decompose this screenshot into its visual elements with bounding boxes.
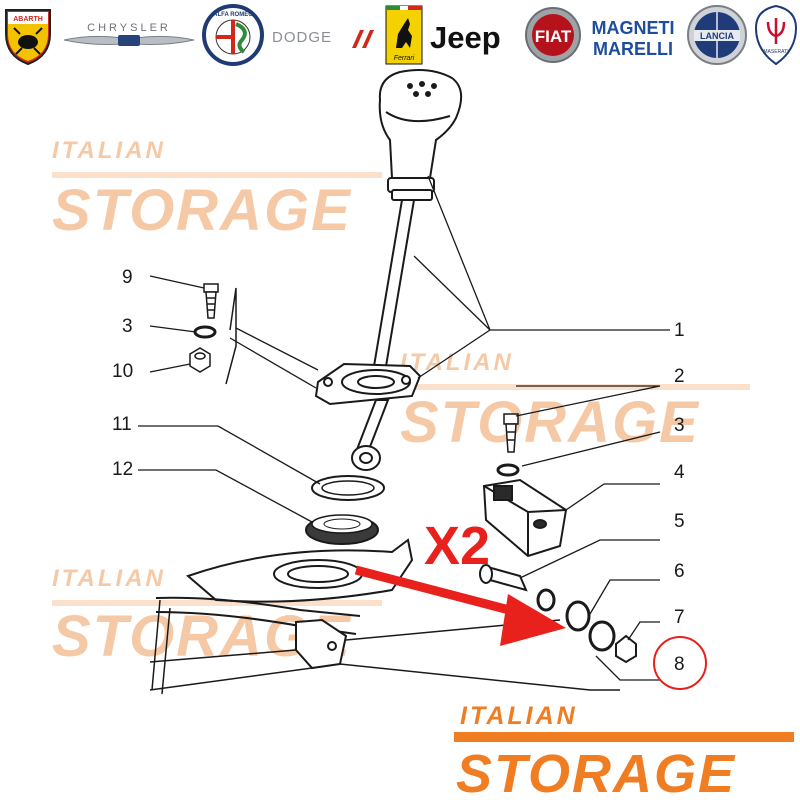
seal-part-11 [311, 475, 385, 501]
callout-7: 7 [674, 607, 685, 628]
washers-part-6 [536, 588, 616, 652]
washer-part-3-left [193, 325, 217, 339]
highlight-circle-part-8 [653, 636, 707, 690]
callout-8: 8 [674, 654, 685, 675]
leader-lines [138, 175, 670, 681]
lancia-logo: LANCIA [684, 4, 750, 66]
gear-knob [378, 69, 463, 201]
svg-text:ITALIAN: ITALIAN [460, 702, 578, 730]
gear-lever-boot-plate [314, 362, 422, 406]
gear-lever-rod [351, 199, 416, 471]
boot-plate-bracket-line [225, 287, 237, 385]
jeep-logo: Jeep [428, 4, 514, 66]
alfa-romeo-logo: ALFA ROMEO [202, 4, 264, 66]
nut-part-10 [189, 347, 211, 373]
seal-part-12 [305, 514, 379, 545]
fiat-logo: FIAT [524, 4, 582, 66]
bracket-part-4 [482, 478, 568, 558]
callout-6: 6 [674, 561, 685, 582]
svg-text:Jeep: Jeep [430, 20, 501, 55]
maserati-logo: MASERATI [754, 4, 798, 66]
abarth-logo: ABARTH [2, 4, 54, 66]
bolt-part-2 [503, 413, 519, 453]
nut-part-7 [615, 634, 637, 664]
chrysler-logo: CHRYSLER [62, 4, 196, 66]
svg-text:ABARTH: ABARTH [13, 16, 43, 23]
callout-1: 1 [674, 320, 685, 341]
dodge-logo: DODGE [268, 4, 378, 66]
svg-text:Ferrari: Ferrari [394, 55, 415, 62]
callout-3-right: 3 [674, 415, 685, 436]
svg-text:MAGNETI: MAGNETI [592, 18, 675, 38]
svg-text:FIAT: FIAT [535, 27, 572, 46]
svg-text:ITALIAN: ITALIAN [52, 137, 166, 164]
italian-storage-logo: ITALIAN STORAGE [454, 702, 794, 800]
svg-text:LANCIA: LANCIA [700, 31, 734, 41]
bolt-part-9 [203, 283, 219, 319]
callout-4: 4 [674, 462, 685, 483]
ferrari-logo: Ferrari [384, 4, 424, 66]
callout-11: 11 [112, 414, 132, 435]
gear-linkage-plate [151, 538, 414, 695]
callout-12: 12 [112, 459, 133, 480]
watermark-middle-right: ITALIAN STORAGE [400, 349, 750, 455]
svg-text:MASERATI: MASERATI [763, 49, 788, 55]
callout-3-left: 3 [122, 316, 133, 337]
callout-9: 9 [122, 267, 133, 288]
svg-text:CHRYSLER: CHRYSLER [87, 22, 171, 34]
svg-text:STORAGE: STORAGE [400, 390, 700, 455]
callout-2: 2 [674, 366, 685, 387]
callout-5: 5 [674, 511, 685, 532]
red-arrow-icon [354, 565, 566, 646]
magneti-marelli-logo: MAGNETI MARELLI [586, 4, 680, 66]
washer-part-3-right [496, 463, 520, 477]
svg-text:STORAGE: STORAGE [52, 178, 352, 243]
callout-10: 10 [112, 361, 133, 382]
svg-text:ITALIAN: ITALIAN [52, 565, 166, 592]
pin-part-5 [479, 564, 528, 592]
svg-text:ALFA ROMEO: ALFA ROMEO [213, 12, 253, 18]
watermark-top-left: ITALIAN STORAGE [52, 137, 382, 243]
svg-text:MARELLI: MARELLI [593, 39, 673, 59]
svg-text:DODGE: DODGE [272, 29, 332, 46]
quantity-x2-label: X2 [424, 516, 490, 576]
svg-text:STORAGE: STORAGE [456, 744, 736, 800]
brand-logo-bar: ABARTH CHRYSLER ALFA ROMEO DODGE [0, 0, 800, 70]
